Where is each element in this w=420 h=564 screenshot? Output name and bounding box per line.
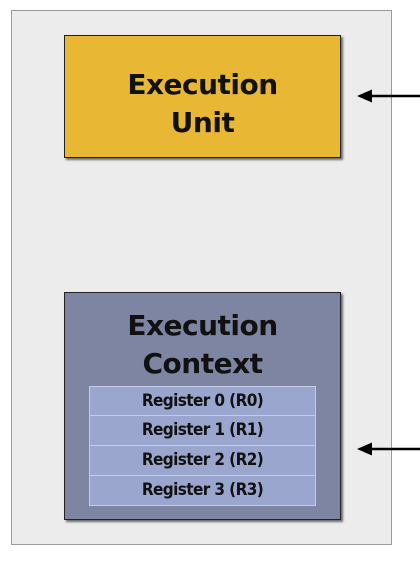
execution-context-box: Execution Context Register 0 (R0) Regist… <box>64 292 341 520</box>
execution-unit-title-line2: Unit <box>170 106 235 139</box>
execution-context-title-line2: Context <box>142 347 263 380</box>
execution-context-title: Execution Context <box>65 307 340 383</box>
arrow-left-icon <box>357 89 420 103</box>
register-r0: Register 0 (R0) <box>89 386 316 416</box>
execution-unit-box: Execution Unit <box>64 35 341 158</box>
register-r2: Register 2 (R2) <box>89 446 316 476</box>
execution-unit-title: Execution Unit <box>65 66 340 142</box>
register-r1: Register 1 (R1) <box>89 416 316 446</box>
register-r3: Register 3 (R3) <box>89 476 316 506</box>
register-list: Register 0 (R0) Register 1 (R1) Register… <box>89 386 316 506</box>
execution-unit-title-line1: Execution <box>127 68 278 101</box>
arrow-left-icon <box>357 442 420 456</box>
execution-context-title-line1: Execution <box>127 309 278 342</box>
